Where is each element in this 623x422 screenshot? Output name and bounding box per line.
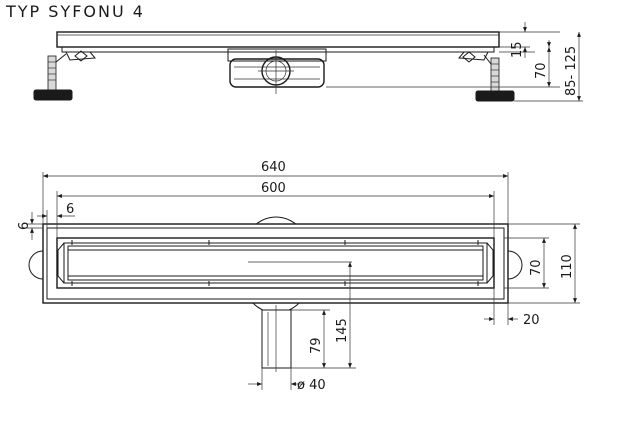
side-view: 15 70 85- 125 xyxy=(33,22,583,102)
top-view: 640 600 6 6 70 110 20 xyxy=(17,160,580,393)
dim-total-height: 85- 125 xyxy=(564,46,579,96)
dim-grate-thickness: 15 xyxy=(510,41,525,58)
dim-outlet-diameter: ø 40 xyxy=(297,378,326,393)
dim-body-height: 70 xyxy=(534,62,549,79)
side-channel-body xyxy=(61,46,495,53)
right-leveling-foot xyxy=(457,51,515,102)
dim-inner-length: 600 xyxy=(261,181,286,196)
dim-flange-vertical: 6 xyxy=(17,222,32,230)
drain-outer-frame xyxy=(42,223,509,304)
dim-channel-width: 70 xyxy=(529,259,544,276)
dim-outlet-length: 79 xyxy=(309,337,324,354)
side-grate-plate xyxy=(56,31,500,48)
dim-overall-length: 640 xyxy=(261,160,286,175)
siphon-body xyxy=(227,48,327,94)
dim-flange-left: 6 xyxy=(66,202,74,217)
dim-edge-offset: 20 xyxy=(523,313,540,328)
dim-overall-width: 110 xyxy=(560,254,575,279)
drawing-title: TYP SYFONU 4 xyxy=(5,2,145,21)
left-leveling-foot xyxy=(33,50,97,101)
outlet-pipe xyxy=(248,261,352,372)
drain-channel xyxy=(56,237,495,289)
dim-outlet-offset: 145 xyxy=(335,318,350,343)
